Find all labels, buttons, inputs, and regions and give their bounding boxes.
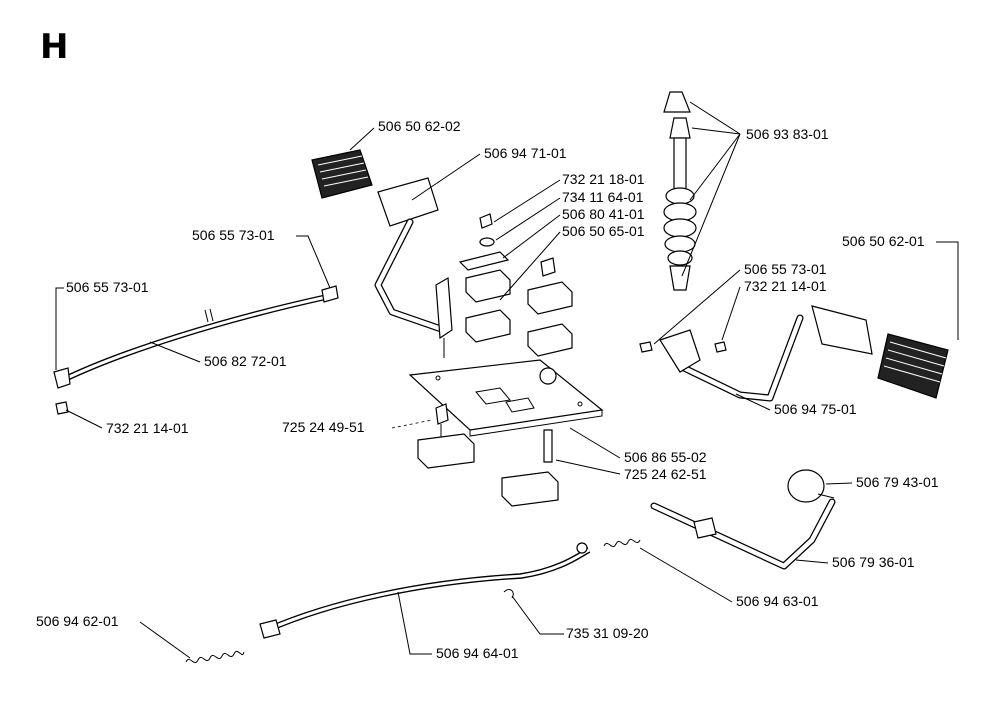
extension-spring xyxy=(185,650,245,664)
nut-washer-stack xyxy=(458,213,510,271)
knob xyxy=(787,469,835,503)
label-734-11-64-01: 734 11 64-01 xyxy=(562,189,644,205)
mount-bracket xyxy=(435,276,453,358)
label-506-55-73-01-a: 506 55 73-01 xyxy=(192,227,275,243)
label-506-94-62-01: 506 94 62-01 xyxy=(36,613,119,629)
section-letter: H xyxy=(40,27,68,67)
label-506-82-72-01: 506 82 72-01 xyxy=(204,353,287,369)
cable-upper-left xyxy=(53,285,339,389)
label-725-24-49-51: 725 24 49-51 xyxy=(282,419,365,435)
clip xyxy=(503,589,514,599)
spring-damper xyxy=(663,91,697,291)
pedal-arm-right xyxy=(659,305,873,402)
part-labels: 506 50 62-02 506 94 71-01 732 21 18-01 7… xyxy=(36,118,939,661)
label-506-79-36-01: 506 79 36-01 xyxy=(832,554,915,570)
label-732-21-18-01: 732 21 18-01 xyxy=(562,171,645,187)
label-506-80-41-01: 506 80 41-01 xyxy=(562,206,645,222)
label-506-86-55-02: 506 86 55-02 xyxy=(624,449,707,465)
label-506-50-62-02: 506 50 62-02 xyxy=(378,118,461,134)
label-732-21-14-01-a: 732 21 14-01 xyxy=(106,420,189,436)
label-506-93-83-01: 506 93 83-01 xyxy=(746,126,829,142)
label-506-50-62-01: 506 50 62-01 xyxy=(842,233,925,249)
label-506-94-63-01: 506 94 63-01 xyxy=(736,593,819,609)
label-506-94-75-01: 506 94 75-01 xyxy=(774,401,857,417)
label-732-21-14-01-b: 732 21 14-01 xyxy=(744,278,827,294)
label-506-94-64-01: 506 94 64-01 xyxy=(436,645,519,661)
spring-small xyxy=(603,538,641,548)
lever-rod xyxy=(650,498,836,570)
label-506-55-73-01-b: 506 55 73-01 xyxy=(66,279,149,295)
leader-lines xyxy=(55,101,959,659)
label-725-24-62-51: 725 24 62-51 xyxy=(624,466,707,482)
base-plate xyxy=(408,359,604,437)
label-735-31-09-20: 735 31 09-20 xyxy=(566,625,649,641)
label-506-55-73-01-c: 506 55 73-01 xyxy=(744,261,827,277)
small-nuts xyxy=(55,341,727,415)
label-506-50-65-01: 506 50 65-01 xyxy=(562,223,645,239)
rubber-blocks xyxy=(465,257,573,357)
pedal-pad-right xyxy=(877,333,949,399)
pedal-pad-left xyxy=(311,149,373,199)
label-506-94-71-01: 506 94 71-01 xyxy=(484,145,567,161)
cable-lower xyxy=(259,542,591,639)
pedal-arm-left xyxy=(374,177,448,334)
lower-rubber-blocks xyxy=(417,433,559,507)
bolts xyxy=(435,403,553,463)
label-506-79-43-01: 506 79 43-01 xyxy=(856,474,939,490)
